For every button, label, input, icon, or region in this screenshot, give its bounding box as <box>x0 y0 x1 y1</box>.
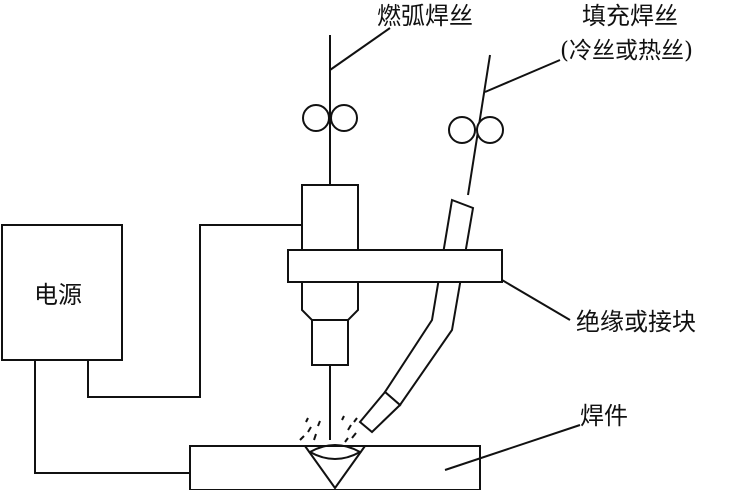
weld-groove <box>304 445 366 490</box>
spark <box>351 432 357 439</box>
spark <box>313 433 317 441</box>
label-filler-wire: 填充焊丝 <box>582 2 678 30</box>
spark <box>353 417 358 423</box>
workpiece-body <box>189 445 481 490</box>
power-source-box <box>1 224 123 361</box>
arc-wire-roller-left <box>302 104 330 132</box>
torch-nozzle <box>301 279 359 366</box>
label-filler-wire-note: (冷丝或热丝) <box>560 38 693 64</box>
spark <box>347 424 352 431</box>
insulation-block <box>287 249 503 283</box>
weld-pool <box>307 444 363 460</box>
spark <box>305 417 309 423</box>
label-power-source: 电源 <box>34 281 82 309</box>
filler-wire-leader <box>484 59 561 93</box>
power-cable-workpiece <box>34 360 190 474</box>
filler-wire-guide-tube <box>383 198 475 407</box>
label-arc-wire: 燃弧焊丝 <box>377 2 473 30</box>
spark <box>299 435 305 441</box>
power-cable-torch <box>87 224 302 398</box>
spark <box>341 415 345 421</box>
filler-wire-roller-right <box>476 116 504 144</box>
filler-wire-roller-left <box>448 116 476 144</box>
spark <box>307 426 312 433</box>
filler-wire-guide-tip <box>358 390 402 434</box>
workpiece-leader <box>444 424 581 471</box>
insulation-block-leader <box>501 279 571 321</box>
label-insulation-block: 绝缘或接块 <box>576 308 696 336</box>
arc-wire-roller-right <box>330 104 358 132</box>
torch-upper-body <box>301 184 359 254</box>
label-workpiece: 焊件 <box>580 402 628 430</box>
spark <box>317 420 321 427</box>
spark <box>344 437 349 443</box>
arc-wire-leader <box>329 27 391 71</box>
